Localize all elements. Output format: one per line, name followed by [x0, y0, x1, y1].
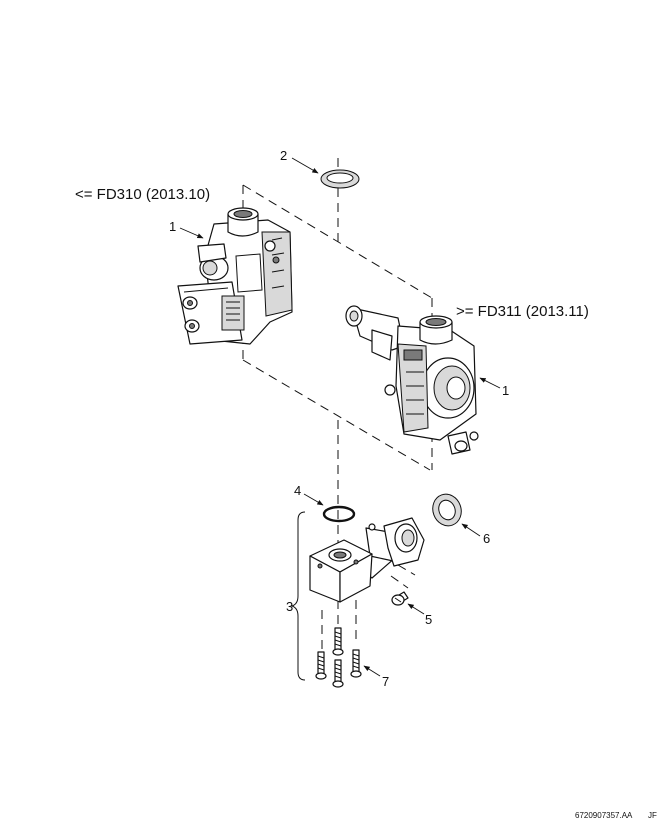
callout-7: 7: [382, 674, 389, 689]
gas-valve-fd310: [177, 207, 293, 345]
pipe-assembly-part-3: [309, 517, 425, 603]
callout-1-left: 1: [169, 219, 176, 234]
bolt-1: [332, 627, 344, 656]
screw-part-5: [391, 591, 409, 606]
bolts-part-7: [315, 627, 362, 688]
variant-label-new: >= FD311 (2013.11): [456, 303, 589, 320]
drawing-number: 6720907357.AA: [575, 811, 633, 820]
washer-part-6: [432, 493, 462, 527]
bolt-4: [332, 659, 344, 688]
callout-4: 4: [294, 483, 301, 498]
drawing-suffix: JF: [648, 811, 657, 820]
callout-3: 3: [286, 599, 293, 614]
group-bracket: [290, 511, 306, 681]
leader-lines: [179, 157, 501, 677]
bolt-3: [350, 649, 362, 678]
callout-1-right: 1: [502, 383, 509, 398]
bolt-2: [315, 651, 327, 680]
o-ring-part-4: [322, 505, 356, 523]
seal-washer-part-2: [320, 169, 360, 189]
assembly-guide-lines: [242, 158, 433, 650]
callout-5: 5: [425, 612, 432, 627]
callout-2: 2: [280, 148, 287, 163]
callout-6: 6: [483, 531, 490, 546]
variant-label-old: <= FD310 (2013.10): [75, 186, 210, 203]
gas-valve-fd311: [345, 305, 479, 455]
